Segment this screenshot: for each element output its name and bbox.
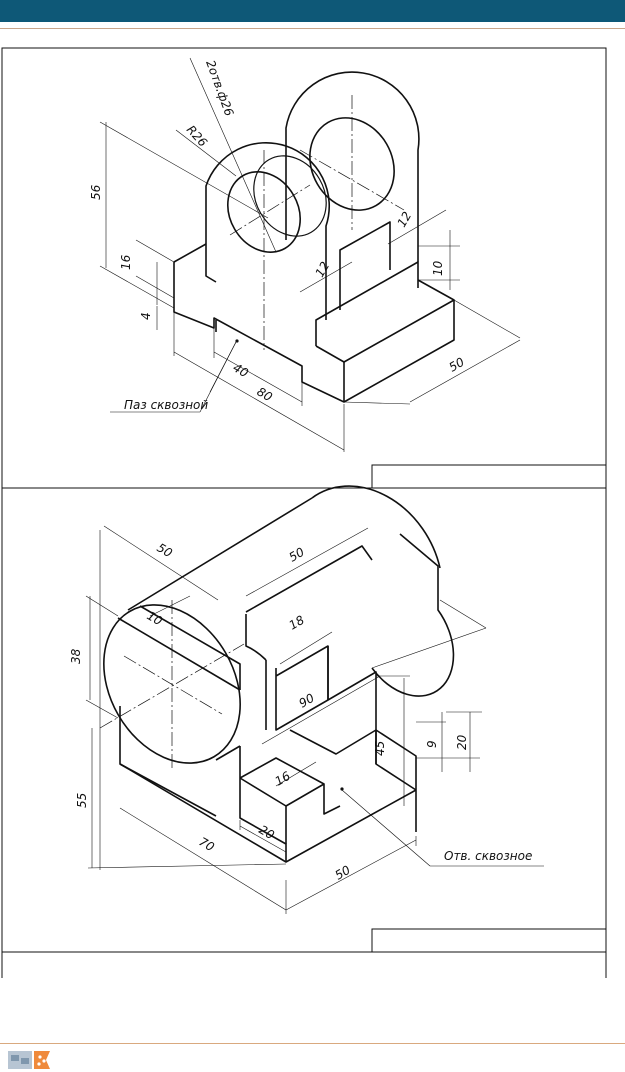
width-50-bottom-label: 50 (333, 863, 354, 883)
height-16-label: 16 (119, 254, 133, 270)
height-38-label: 38 (69, 648, 83, 664)
slot-leader-dot (235, 339, 239, 343)
holes-label: 2отв.ф26 (203, 58, 236, 118)
length-70-label: 70 (197, 834, 218, 854)
slot-10-label: 10 (145, 608, 166, 628)
height-9-label: 9 (425, 740, 439, 748)
logo-icon (8, 1051, 50, 1069)
length-50-top-label: 50 (155, 540, 176, 560)
height-55-label: 55 (75, 793, 89, 808)
drawing-1-part (173, 71, 455, 403)
width-18-label: 18 (287, 613, 308, 633)
slot-40-label: 40 (231, 360, 252, 380)
header-bar (0, 0, 625, 22)
length-80-label: 80 (255, 384, 276, 404)
title-block-2 (371, 928, 606, 952)
drawing-1-labels: 2отв.ф26 R26 56 16 4 12 12 10 50 40 80 П… (89, 58, 467, 412)
radius-label: R26 (184, 123, 210, 150)
height-10-label: 10 (431, 260, 445, 276)
width-20-label: 20 (257, 822, 278, 842)
height-56-label: 56 (89, 184, 103, 200)
drawing-2-labels: 50 50 10 38 18 90 45 9 20 55 16 20 70 50… (69, 540, 532, 882)
length-90-label: 90 (297, 691, 318, 711)
footer-divider (0, 1043, 625, 1044)
height-20-label: 20 (455, 734, 469, 750)
depth-50-label: 50 (447, 355, 468, 375)
height-45-label: 45 (373, 741, 387, 756)
drawing-1-dimlines (99, 57, 521, 452)
frames (1, 47, 607, 978)
drawing-2-dimlines (85, 525, 544, 914)
header-divider (0, 28, 625, 29)
width-50-top-label: 50 (287, 545, 308, 565)
hole-leader-dot (340, 787, 344, 791)
slot-16-label: 16 (273, 769, 294, 789)
hole-through-label: Отв. сквозное (444, 849, 532, 863)
drawing-2-part (103, 485, 455, 863)
slot-through-label: Паз сквозной (124, 398, 208, 412)
title-block-1 (371, 464, 606, 488)
height-4-label: 4 (139, 312, 153, 320)
frame-1 (1, 47, 607, 489)
width-12-back-label: 12 (394, 209, 414, 229)
drawing-1-centerlines (229, 95, 405, 350)
width-12-front-label: 12 (312, 259, 332, 279)
drawing-2-centerlines (99, 600, 245, 770)
